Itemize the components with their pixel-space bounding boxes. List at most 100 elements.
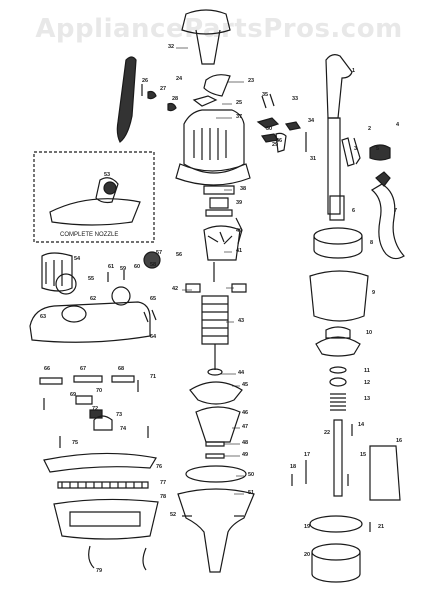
callout-66: 66 (44, 366, 50, 372)
callout-72: 72 (92, 406, 98, 412)
callout-5: 5 (376, 146, 379, 152)
callout-58: 58 (150, 262, 156, 268)
part-fan-housing (203, 225, 241, 261)
callout-37: 37 (236, 114, 242, 120)
part-nozzle-vent (61, 305, 87, 323)
callout-9: 9 (372, 290, 375, 296)
part-rod-15 (333, 419, 343, 497)
callout-75: 75 (72, 440, 78, 446)
callout-6: 6 (352, 208, 355, 214)
callout-44: 44 (238, 370, 245, 376)
callout-62: 62 (90, 296, 96, 302)
callout-24: 24 (176, 76, 183, 82)
part-handle-stem (195, 29, 221, 65)
part-bearing (205, 197, 233, 217)
inset-label: COMPLETE NOZZLE (60, 232, 118, 238)
part-filter-cap-10 (315, 326, 361, 357)
callout-22: 22 (324, 430, 330, 436)
callout-30: 30 (266, 126, 272, 132)
callout-57: 57 (156, 250, 162, 256)
callout-40: 40 (236, 228, 242, 234)
inset-box (33, 151, 155, 243)
part-screw-48 (205, 441, 225, 447)
part-impeller (189, 381, 243, 405)
callout-14: 14 (358, 422, 365, 428)
part-washer-44 (207, 368, 223, 376)
callout-54: 54 (74, 256, 81, 262)
part-ring-19 (309, 515, 363, 533)
part-gasket-50 (185, 465, 247, 483)
callout-55: 55 (88, 276, 94, 282)
part-brush-42-left (185, 283, 201, 293)
part-lever-36 (275, 132, 287, 153)
part-switch-bracket (203, 74, 231, 97)
part-bristle-77-lines (61, 482, 143, 488)
callout-59: 59 (120, 266, 126, 272)
callout-29: 29 (272, 142, 278, 148)
callout-33: 33 (292, 96, 298, 102)
part-mount-clips (256, 117, 301, 143)
part-bracket-40 (235, 217, 243, 245)
callout-79: 79 (96, 568, 102, 574)
callout-49: 49 (242, 452, 248, 458)
callout-39: 39 (236, 200, 242, 206)
callout-12: 12 (364, 380, 370, 386)
part-clip-68 (111, 375, 135, 383)
callout-48: 48 (242, 440, 248, 446)
callout-32: 32 (168, 44, 174, 50)
callout-76: 76 (156, 464, 162, 470)
part-screw-49 (205, 453, 225, 459)
part-terminals (261, 93, 275, 109)
part-fan-base (177, 488, 255, 573)
callout-2: 2 (368, 126, 371, 132)
part-fan-blades (207, 231, 233, 245)
callout-68: 68 (118, 366, 124, 372)
callout-43: 43 (238, 318, 244, 324)
callout-67: 67 (80, 366, 86, 372)
callout-50: 50 (248, 472, 254, 478)
part-upper-handle (325, 54, 353, 119)
callout-45: 45 (242, 382, 248, 388)
part-motor-cover (183, 109, 245, 174)
part-bracket-69 (75, 395, 93, 405)
callout-46: 46 (242, 410, 248, 416)
part-screws-61 (107, 270, 125, 282)
part-ring-8 (313, 227, 363, 259)
callout-60: 60 (134, 264, 140, 270)
part-bumper-76 (43, 452, 157, 473)
callout-74: 74 (120, 426, 127, 432)
leader-lines (176, 47, 244, 495)
part-cup-20 (311, 543, 361, 583)
part-nozzle-base (29, 301, 151, 343)
inset-nozzle-wheel (103, 181, 117, 195)
callout-16: 16 (396, 438, 402, 444)
callout-78: 78 (160, 494, 166, 500)
callout-26: 26 (142, 78, 148, 84)
part-armature-windings (202, 303, 228, 337)
part-brush-roll-rings (45, 260, 63, 286)
callout-34: 34 (308, 118, 315, 124)
part-bag-16 (369, 445, 401, 501)
part-washer-12 (329, 377, 347, 387)
callout-25: 25 (236, 100, 242, 106)
callout-41: 41 (236, 248, 242, 254)
callout-10: 10 (366, 330, 372, 336)
callout-61: 61 (108, 264, 114, 270)
part-cord-hook-2 (353, 137, 361, 165)
callout-31: 31 (310, 156, 316, 162)
part-brush-roll (41, 252, 73, 292)
callout-36: 36 (276, 138, 282, 144)
inset-nozzle (49, 177, 141, 226)
callout-1: 1 (352, 68, 355, 74)
callout-15: 15 (360, 452, 366, 458)
callout-38: 38 (240, 186, 246, 192)
callout-71: 71 (150, 374, 156, 380)
part-tube-sleeve (329, 195, 345, 221)
callout-19: 19 (304, 524, 310, 530)
callout-69: 69 (70, 392, 76, 398)
part-cord-clip-3 (341, 137, 355, 167)
callout-27: 27 (160, 86, 166, 92)
callout-11: 11 (364, 368, 370, 374)
